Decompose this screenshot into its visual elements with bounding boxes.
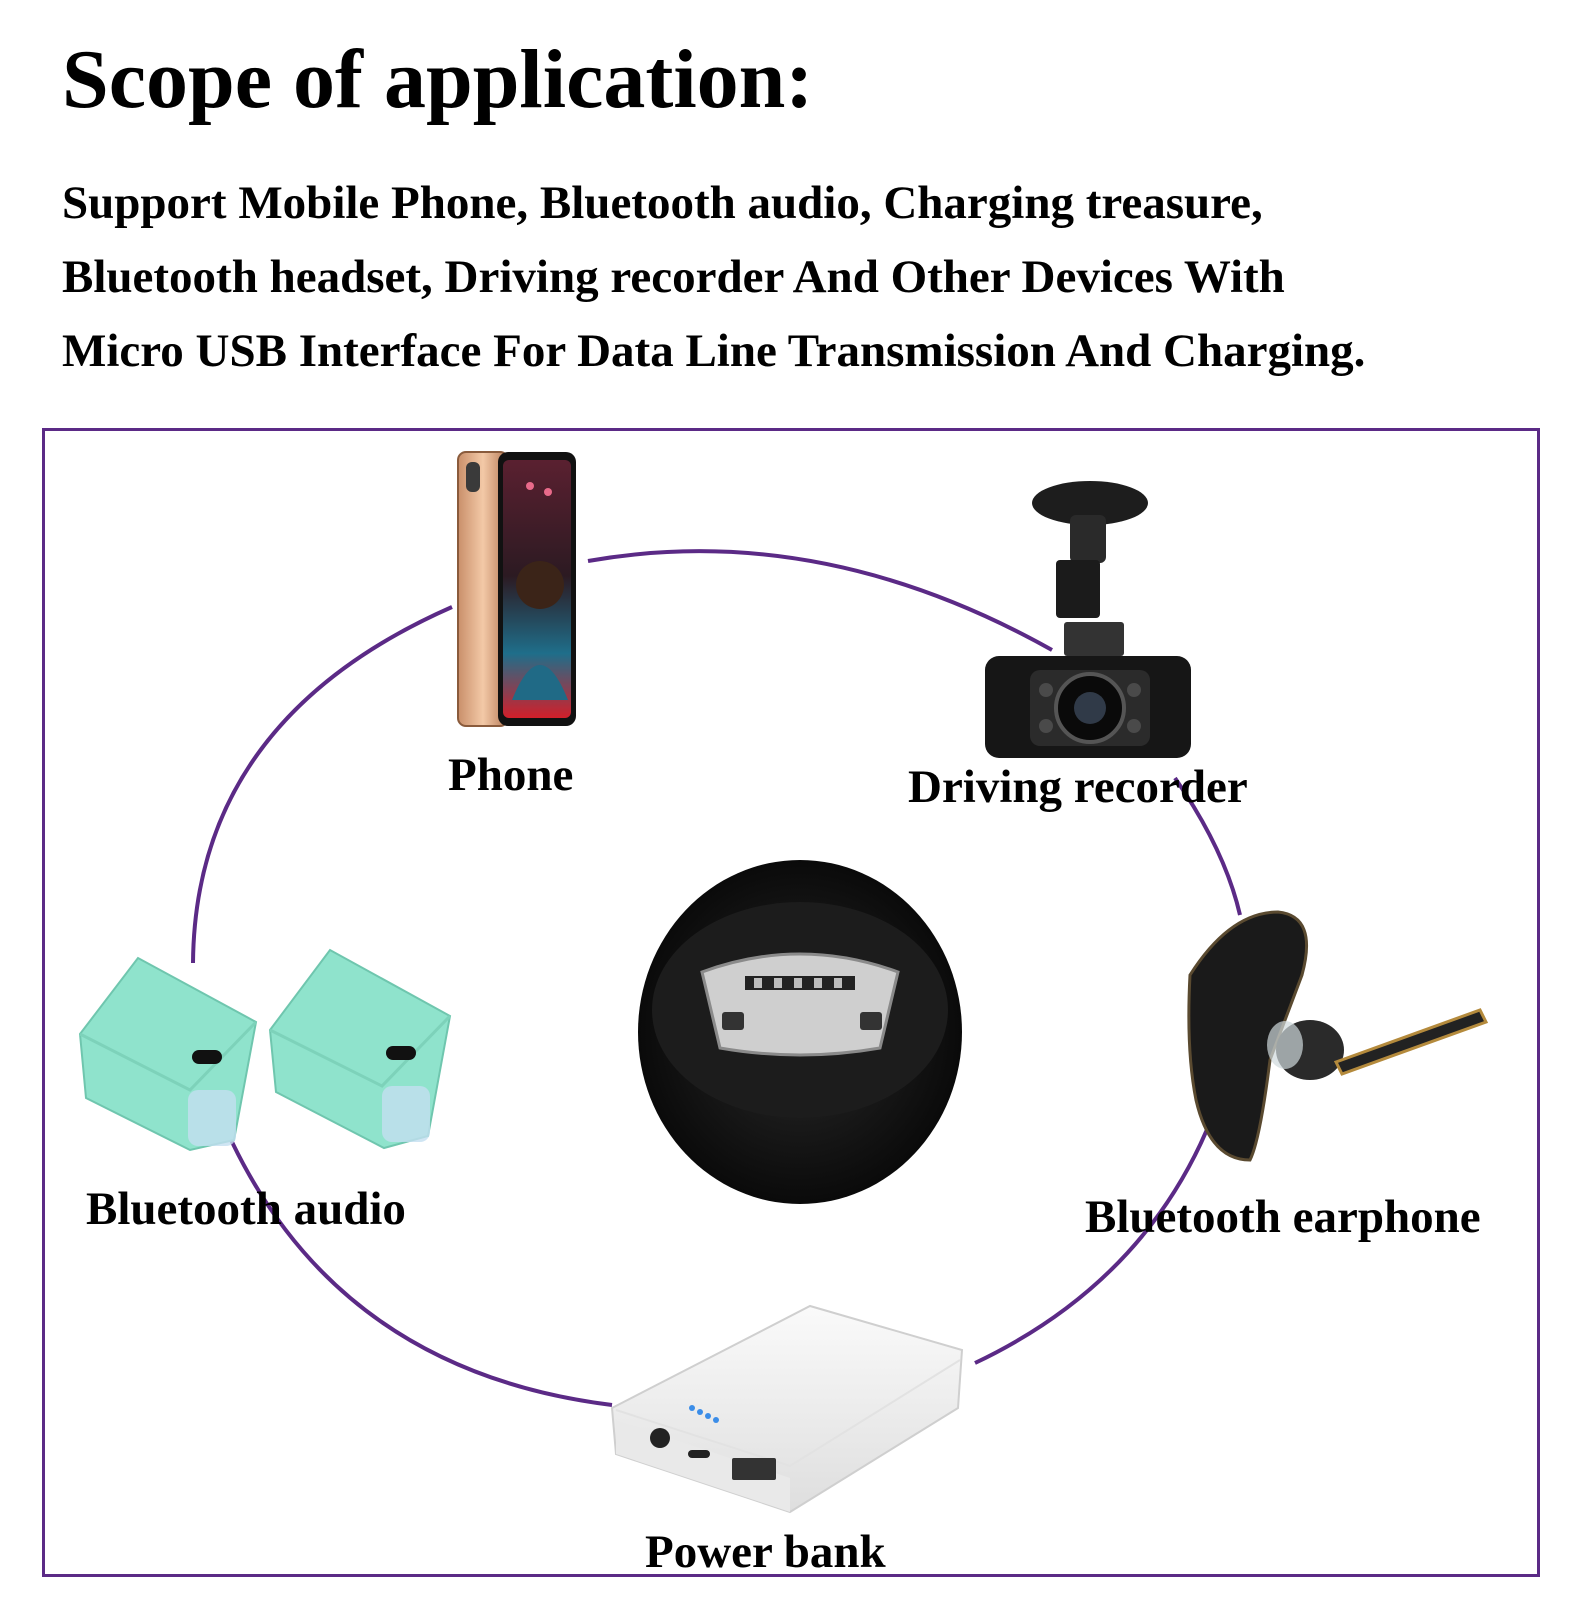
power-bank-image bbox=[610, 1304, 964, 1514]
dashcam-image bbox=[985, 481, 1191, 758]
label-bluetooth-earphone: Bluetooth earphone bbox=[1085, 1191, 1481, 1243]
label-bluetooth-audio: Bluetooth audio bbox=[86, 1183, 406, 1235]
label-power-bank: Power bank bbox=[645, 1526, 886, 1578]
speaker-image bbox=[78, 948, 452, 1152]
description-line-1: Support Mobile Phone, Bluetooth audio, C… bbox=[62, 177, 1263, 229]
description-line-3: Micro USB Interface For Data Line Transm… bbox=[62, 325, 1366, 377]
diagram-frame bbox=[42, 428, 1540, 1577]
phone-image bbox=[457, 451, 576, 727]
label-driving-recorder: Driving recorder bbox=[908, 761, 1248, 813]
description-line-2: Bluetooth headset, Driving recorder And … bbox=[62, 251, 1285, 303]
earphone-image bbox=[1187, 910, 1489, 1162]
connection-circle bbox=[191, 549, 1242, 1407]
micro-usb-port-icon bbox=[638, 860, 962, 1204]
page-title: Scope of application: bbox=[62, 33, 814, 126]
description: Support Mobile Phone, Bluetooth audio, C… bbox=[62, 166, 1542, 388]
label-phone: Phone bbox=[448, 749, 574, 801]
